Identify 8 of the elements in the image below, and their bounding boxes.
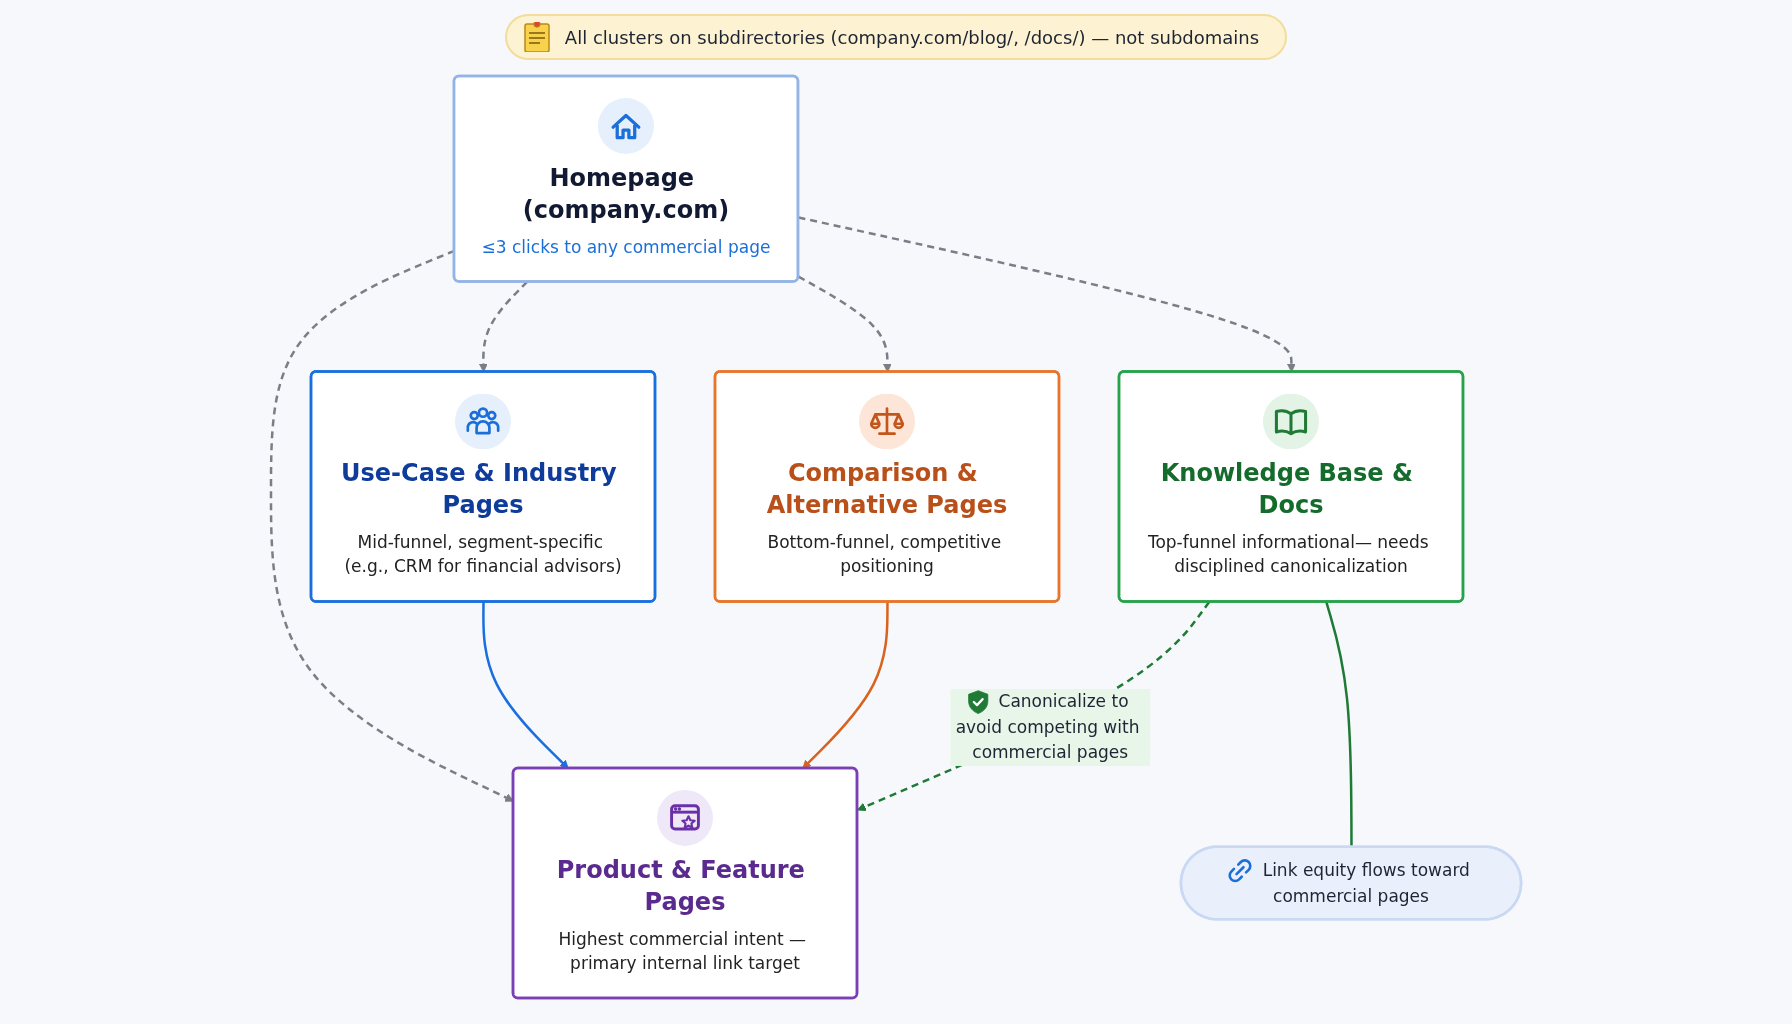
- cluster-card: Knowledge Base & Docs Top-funnel informational— needs disciplined canonicalization: [1117, 370, 1465, 603]
- cluster-card: Comparison & Alternative Pages Bottom-funnel, competitive positioning: [713, 370, 1061, 603]
- note-text: All clusters on subdirectories (company.com/blog/, /docs/) — not subdomains: [564, 26, 1260, 48]
- cluster-card: Product & Feature Pages Highest commercial intent — primary internal link target: [511, 766, 859, 1000]
- info-pill: Link equity flows toward commercial pages: [1179, 845, 1523, 921]
- cluster-card: Use-Case & Industry Pages Mid-funnel, segment-specific (e.g., CRM for financial advisors): [309, 370, 657, 603]
- edge-label: Canonicalize to avoid competing with commercial pages: [950, 688, 1151, 766]
- homepage-card: Homepage (company.com) ≤3 clicks to any commercial page: [452, 74, 800, 283]
